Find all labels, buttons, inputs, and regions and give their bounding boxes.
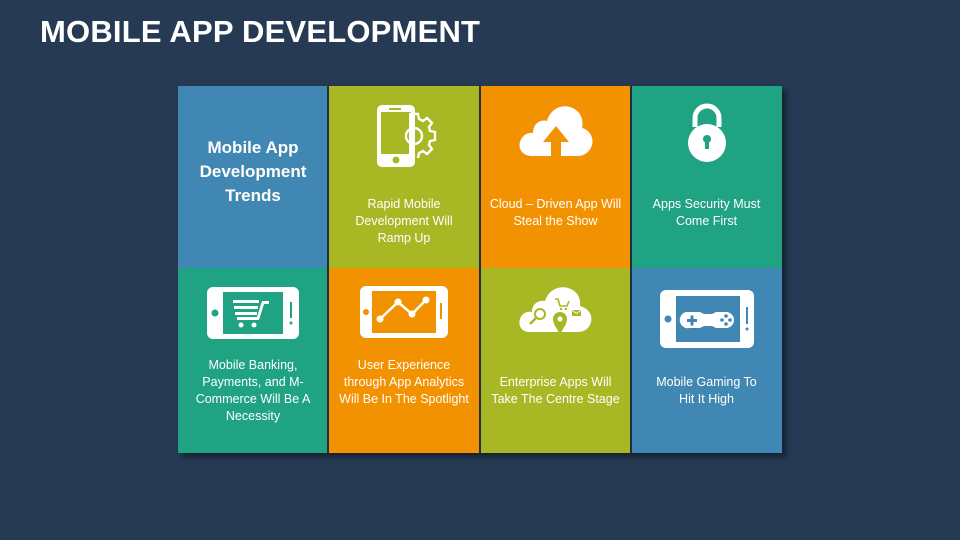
tile-label-line: Necessity bbox=[225, 409, 281, 423]
tile-security: Apps Security Must Come First bbox=[631, 86, 782, 268]
tile-label-line: Come First bbox=[675, 214, 738, 228]
tile-label-line: Rapid Mobile bbox=[367, 197, 441, 211]
heading-line: Development bbox=[199, 162, 307, 181]
tile-mobile-gaming: Mobile Gaming To Hit It High bbox=[631, 268, 782, 453]
tile-heading: Mobile App Development Trends bbox=[178, 86, 328, 268]
tile-label-line: User Experience bbox=[357, 358, 451, 372]
smartphone-gear-icon bbox=[377, 105, 437, 167]
tile-label-line: through App Analytics bbox=[343, 375, 465, 389]
phone-line-chart-icon bbox=[360, 286, 448, 338]
tile-label-line: Enterprise Apps Will bbox=[499, 375, 612, 389]
heading-line: Mobile App bbox=[207, 138, 299, 157]
tile-rapid-development: Rapid Mobile Development Will Ramp Up bbox=[328, 86, 480, 268]
column-divider bbox=[630, 86, 632, 453]
tile-enterprise-apps: Enterprise Apps Will Take The Centre Sta… bbox=[480, 268, 631, 453]
cloud-upload-icon bbox=[519, 106, 593, 158]
tile-label-line: Commerce Will Be A bbox=[195, 392, 311, 406]
padlock-icon bbox=[687, 103, 726, 162]
tile-cloud-driven: Cloud – Driven App Will Steal the Show bbox=[480, 86, 631, 268]
phone-gamepad-icon bbox=[659, 290, 754, 348]
tile-label-line: Apps Security Must bbox=[652, 197, 761, 211]
column-divider bbox=[479, 86, 481, 453]
tile-label-line: Hit It High bbox=[679, 392, 734, 406]
tile-label-line: Payments, and M- bbox=[202, 375, 304, 389]
column-divider bbox=[327, 86, 329, 453]
tile-label-line: Cloud – Driven App Will bbox=[489, 197, 622, 211]
tile-label-line: Steal the Show bbox=[513, 214, 598, 228]
tile-label-line: Will Be In The Spotlight bbox=[339, 392, 469, 406]
heading-line: Trends bbox=[225, 186, 281, 205]
tile-label-line: Mobile Banking, bbox=[208, 358, 298, 372]
tile-mobile-banking: Mobile Banking, Payments, and M- Commerc… bbox=[178, 268, 328, 453]
page-title: MOBILE APP DEVELOPMENT bbox=[40, 14, 481, 49]
trends-grid: Mobile App Development Trends Rapid Mobi… bbox=[178, 86, 782, 453]
tile-label-line: Development Will bbox=[355, 214, 453, 228]
cloud-enterprise-icon bbox=[518, 287, 591, 334]
tile-user-experience: User Experience through App Analytics Wi… bbox=[328, 268, 480, 453]
tile-label-line: Take The Centre Stage bbox=[491, 392, 620, 406]
phone-shopping-cart-icon bbox=[207, 287, 299, 339]
tile-label-line: Mobile Gaming To bbox=[656, 375, 757, 389]
tile-label-line: Ramp Up bbox=[377, 231, 431, 245]
